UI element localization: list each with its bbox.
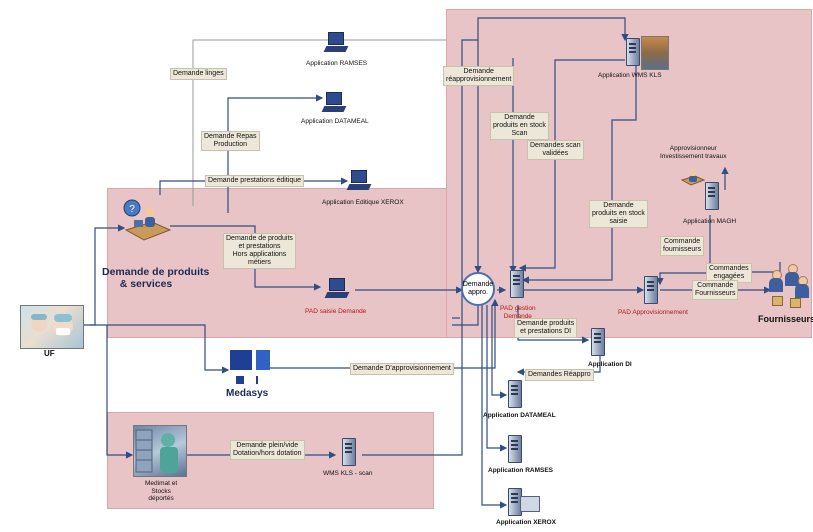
label-demande-stock-saisie: Demande produits en stock saisie xyxy=(589,200,648,228)
label-demande-hors-applications-text: Demande de produits et prestations Hors … xyxy=(226,235,293,266)
pad-approvisionnement-label: PAD Approvisionnement xyxy=(618,309,688,316)
label-demande-stock-scan: Demande produits en stock Scan xyxy=(490,112,549,140)
label-demande-reapprovisionnement: Demande réapprovisionnement xyxy=(443,66,515,86)
medasys-label: Medasys xyxy=(226,388,269,399)
demande-produits-text: Demande de produits & services xyxy=(102,266,210,290)
fournisseurs-label: Fournisseurs xyxy=(758,314,813,324)
label-commande-fournisseurs: Commande fournisseurs xyxy=(660,236,705,256)
approvisionneur-label: Approvisionneur Investissement travaux xyxy=(660,145,726,160)
fournisseurs-icon xyxy=(768,264,810,310)
label-demande-reapprovisionnement-text: Demande réapprovisionnement xyxy=(446,68,512,83)
demande-appro-node: Demande appro. xyxy=(461,272,495,306)
pad-approvisionnement-server-icon xyxy=(644,276,658,304)
app-di-server-icon xyxy=(591,328,605,356)
wms-scan-server-icon xyxy=(342,438,356,466)
label-demande-approvisionnement: Demande D'approvisionnement xyxy=(350,363,454,375)
ramses-top-computer-icon xyxy=(323,32,349,54)
approvisionneur-icon xyxy=(680,168,706,186)
label-demande-stock-saisie-text: Demande produits en stock saisie xyxy=(592,202,645,225)
pad-gestion-label: PAD gestion Demande xyxy=(500,305,536,320)
uf-photo xyxy=(20,305,84,349)
label-demande-prestations-di: Demande produits et prestations DI xyxy=(514,318,578,338)
label-commande-fournisseurs-text: Commande fournisseurs xyxy=(663,238,702,253)
maghe-server-icon xyxy=(705,182,719,210)
label-demandes-reappro: Demandes Réappro xyxy=(525,369,594,381)
demande-appro-text: Demande appro. xyxy=(462,281,494,296)
warehouse-photo xyxy=(641,36,669,70)
medasys-logo xyxy=(228,348,272,388)
label-commande-fournisseurs-2-text: Commande Fournisseurs xyxy=(695,282,736,297)
label-commande-fournisseurs-2: Commande Fournisseurs xyxy=(692,280,739,300)
label-demandes-scan-validees: Demandes scan validées xyxy=(527,140,584,160)
label-demande-linges: Demande linges xyxy=(170,68,227,80)
xerox-printer-icon xyxy=(520,496,540,512)
medimat-text: Medimat et Stocks déportés xyxy=(145,480,178,502)
label-demande-stock-scan-text: Demande produits en stock Scan xyxy=(493,114,546,137)
label-demande-prestations-editique: Demande prestations éditique xyxy=(205,175,305,187)
ramses-top-label: Application RAMSES xyxy=(306,60,368,67)
wms-scan-label: WMS KLS - scan xyxy=(323,470,373,477)
label-demande-plein-vide: Demande plein/vide Dotation/hors dotatio… xyxy=(230,440,305,460)
app-di-label: Application DI xyxy=(588,361,632,368)
datameal-top-label: Application DATAMEAL xyxy=(301,118,369,125)
requester-desk-icon: ? xyxy=(122,196,172,244)
xerox-top-label: Application Editique XEROX xyxy=(322,199,404,206)
pad-gestion-server-icon xyxy=(510,270,524,298)
xerox-top-computer-icon xyxy=(346,170,372,192)
svg-text:?: ? xyxy=(129,204,135,215)
datameal-top-computer-icon xyxy=(321,92,347,114)
label-demande-hors-applications: Demande de produits et prestations Hors … xyxy=(223,233,296,269)
pad-saisie-computer-icon xyxy=(324,278,350,300)
label-demandes-scan-validees-text: Demandes scan validées xyxy=(530,142,581,157)
datameal-bottom-label: Application DATAMEAL xyxy=(483,412,556,419)
uf-label: UF xyxy=(44,349,55,358)
label-demande-plein-vide-text: Demande plein/vide Dotation/hors dotatio… xyxy=(233,442,302,457)
medimat-photo xyxy=(133,425,187,477)
label-demande-prestations-di-text: Demande produits et prestations DI xyxy=(517,320,575,335)
medimat-label: Medimat et Stocks déportés xyxy=(145,480,177,503)
pad-gestion-text: PAD gestion Demande xyxy=(500,305,536,320)
maghe-label: Application MAGH xyxy=(683,218,737,225)
ramses-bottom-server-icon xyxy=(508,435,522,463)
xerox-bottom-label: Application XEROX xyxy=(496,519,556,526)
approvisionneur-text: Approvisionneur Investissement travaux xyxy=(660,145,727,160)
pad-saisie-label: PAD saisie Demande xyxy=(305,308,367,315)
wms-kls-server-icon xyxy=(626,38,640,66)
wms-kls-label: Application WMS KLS xyxy=(598,72,662,79)
ramses-bottom-label: Application RAMSES xyxy=(488,467,554,474)
datameal-bottom-server-icon xyxy=(508,380,522,408)
label-commandes-engagees-text: Commandes engagées xyxy=(709,265,749,280)
demande-produits-title: Demande de produits & services xyxy=(102,266,209,290)
label-demande-repas: Demande Repas Production xyxy=(201,131,260,151)
label-demande-repas-text: Demande Repas Production xyxy=(204,133,257,148)
